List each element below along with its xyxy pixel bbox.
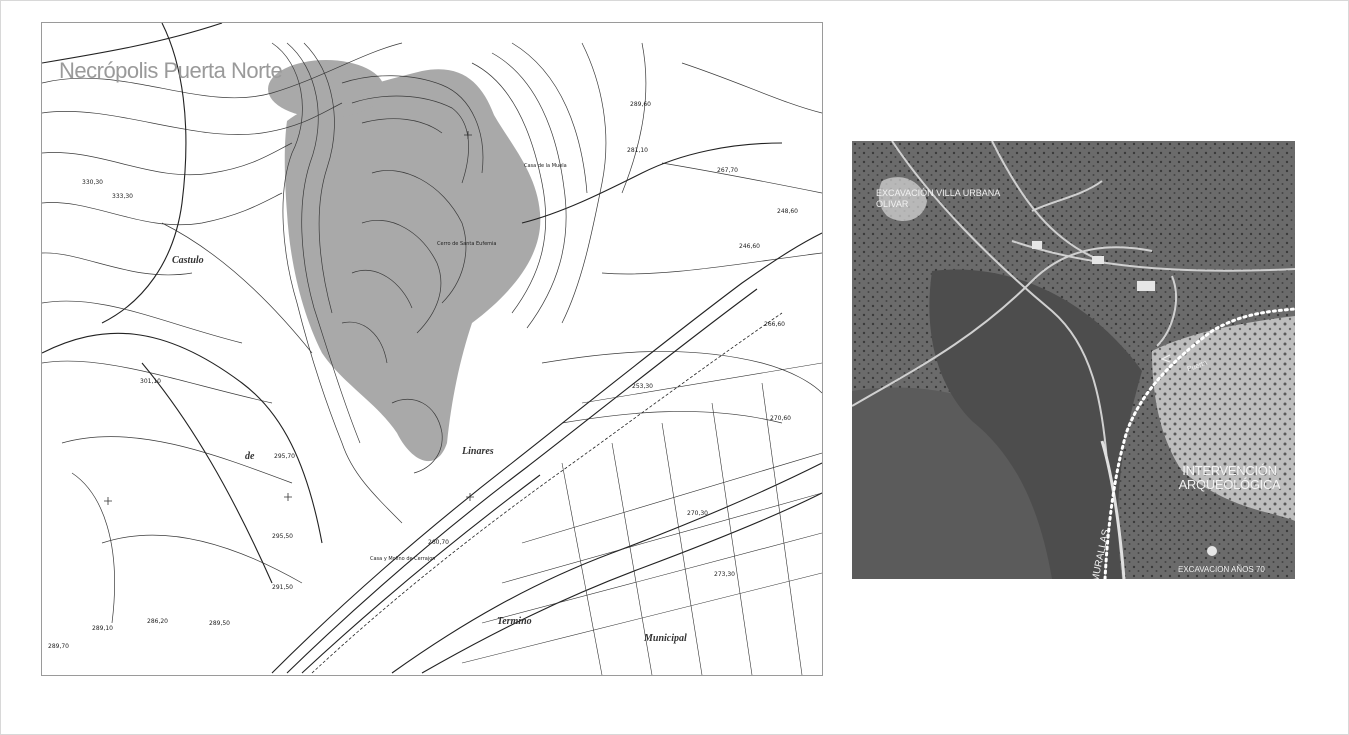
elevation-label: 270,30 [687,510,708,517]
elevation-label: 253,30 [632,383,653,390]
topographic-map: Necrópolis Puerta Norte Castulo de Linar… [41,22,823,676]
elevation-label: 281,10 [627,147,648,154]
site-area [284,69,541,462]
aerial-drawing [852,141,1295,579]
elevation-label: 295,50 [272,533,293,540]
tracks [852,141,1295,462]
elevation-label: 330,30 [82,179,103,186]
label-villa-excavation: EXCAVACIÓN VILLA URBANA OLIVAR [876,188,1000,209]
elevation-label: 270,60 [770,415,791,422]
field-parcels [461,362,822,675]
place-label-termino: Termino [497,616,532,627]
aerial-photo: EXCAVACIÓN VILLA URBANA OLIVAR INTERVENC… [852,141,1295,579]
place-label-linares: Linares [462,446,494,457]
elevation-label: 333,30 [112,193,133,200]
muralla-line [1100,440,1126,579]
place-label-de: de [245,451,255,462]
elevation-label: 266,60 [764,321,785,328]
buildings [1032,241,1217,556]
elevation-label: 267,70 [717,167,738,174]
contour-lines [42,42,822,624]
elevation-label: 286,20 [147,618,168,625]
villa-ruins [878,177,927,221]
label-excavation-70s: EXCAVACION AÑOS 70 [1178,565,1265,574]
map-title: Necrópolis Puerta Norte [59,58,283,83]
elevation-label: 289,10 [92,625,113,632]
label-intervention: INTERVENCIÓN ARQUEOLÓGICA [1178,463,1281,492]
arrow-icon [1160,354,1171,363]
elevation-label: 246,60 [739,243,760,250]
map-drawing [42,23,822,675]
elevation-label: 291,50 [272,584,293,591]
dotted-boundary [1103,307,1295,579]
site-label: Cerro de Santa Eufemia [437,241,497,247]
roads [42,23,822,674]
necropolis-area [268,60,384,118]
excavation-field [1152,316,1295,521]
elevation-label: 273,30 [714,571,735,578]
elevation-label: 295,70 [274,453,295,460]
site-label: Casa y Molino de Cerrajon [370,556,436,562]
elevation-label: 260,70 [428,539,449,546]
elevation-label: 289,60 [630,101,651,108]
elevation-label: 301,10 [140,378,161,385]
elevation-label: 289,50 [209,620,230,627]
field-center [929,269,1142,579]
elevation-label: 289,70 [48,643,69,650]
place-label-municipal: Municipal [644,633,687,644]
elevation-label: 248,60 [777,208,798,215]
site-label: Casa de la Muela [524,163,567,169]
place-label-castulo: Castulo [172,255,204,266]
survey-marks [104,131,474,505]
